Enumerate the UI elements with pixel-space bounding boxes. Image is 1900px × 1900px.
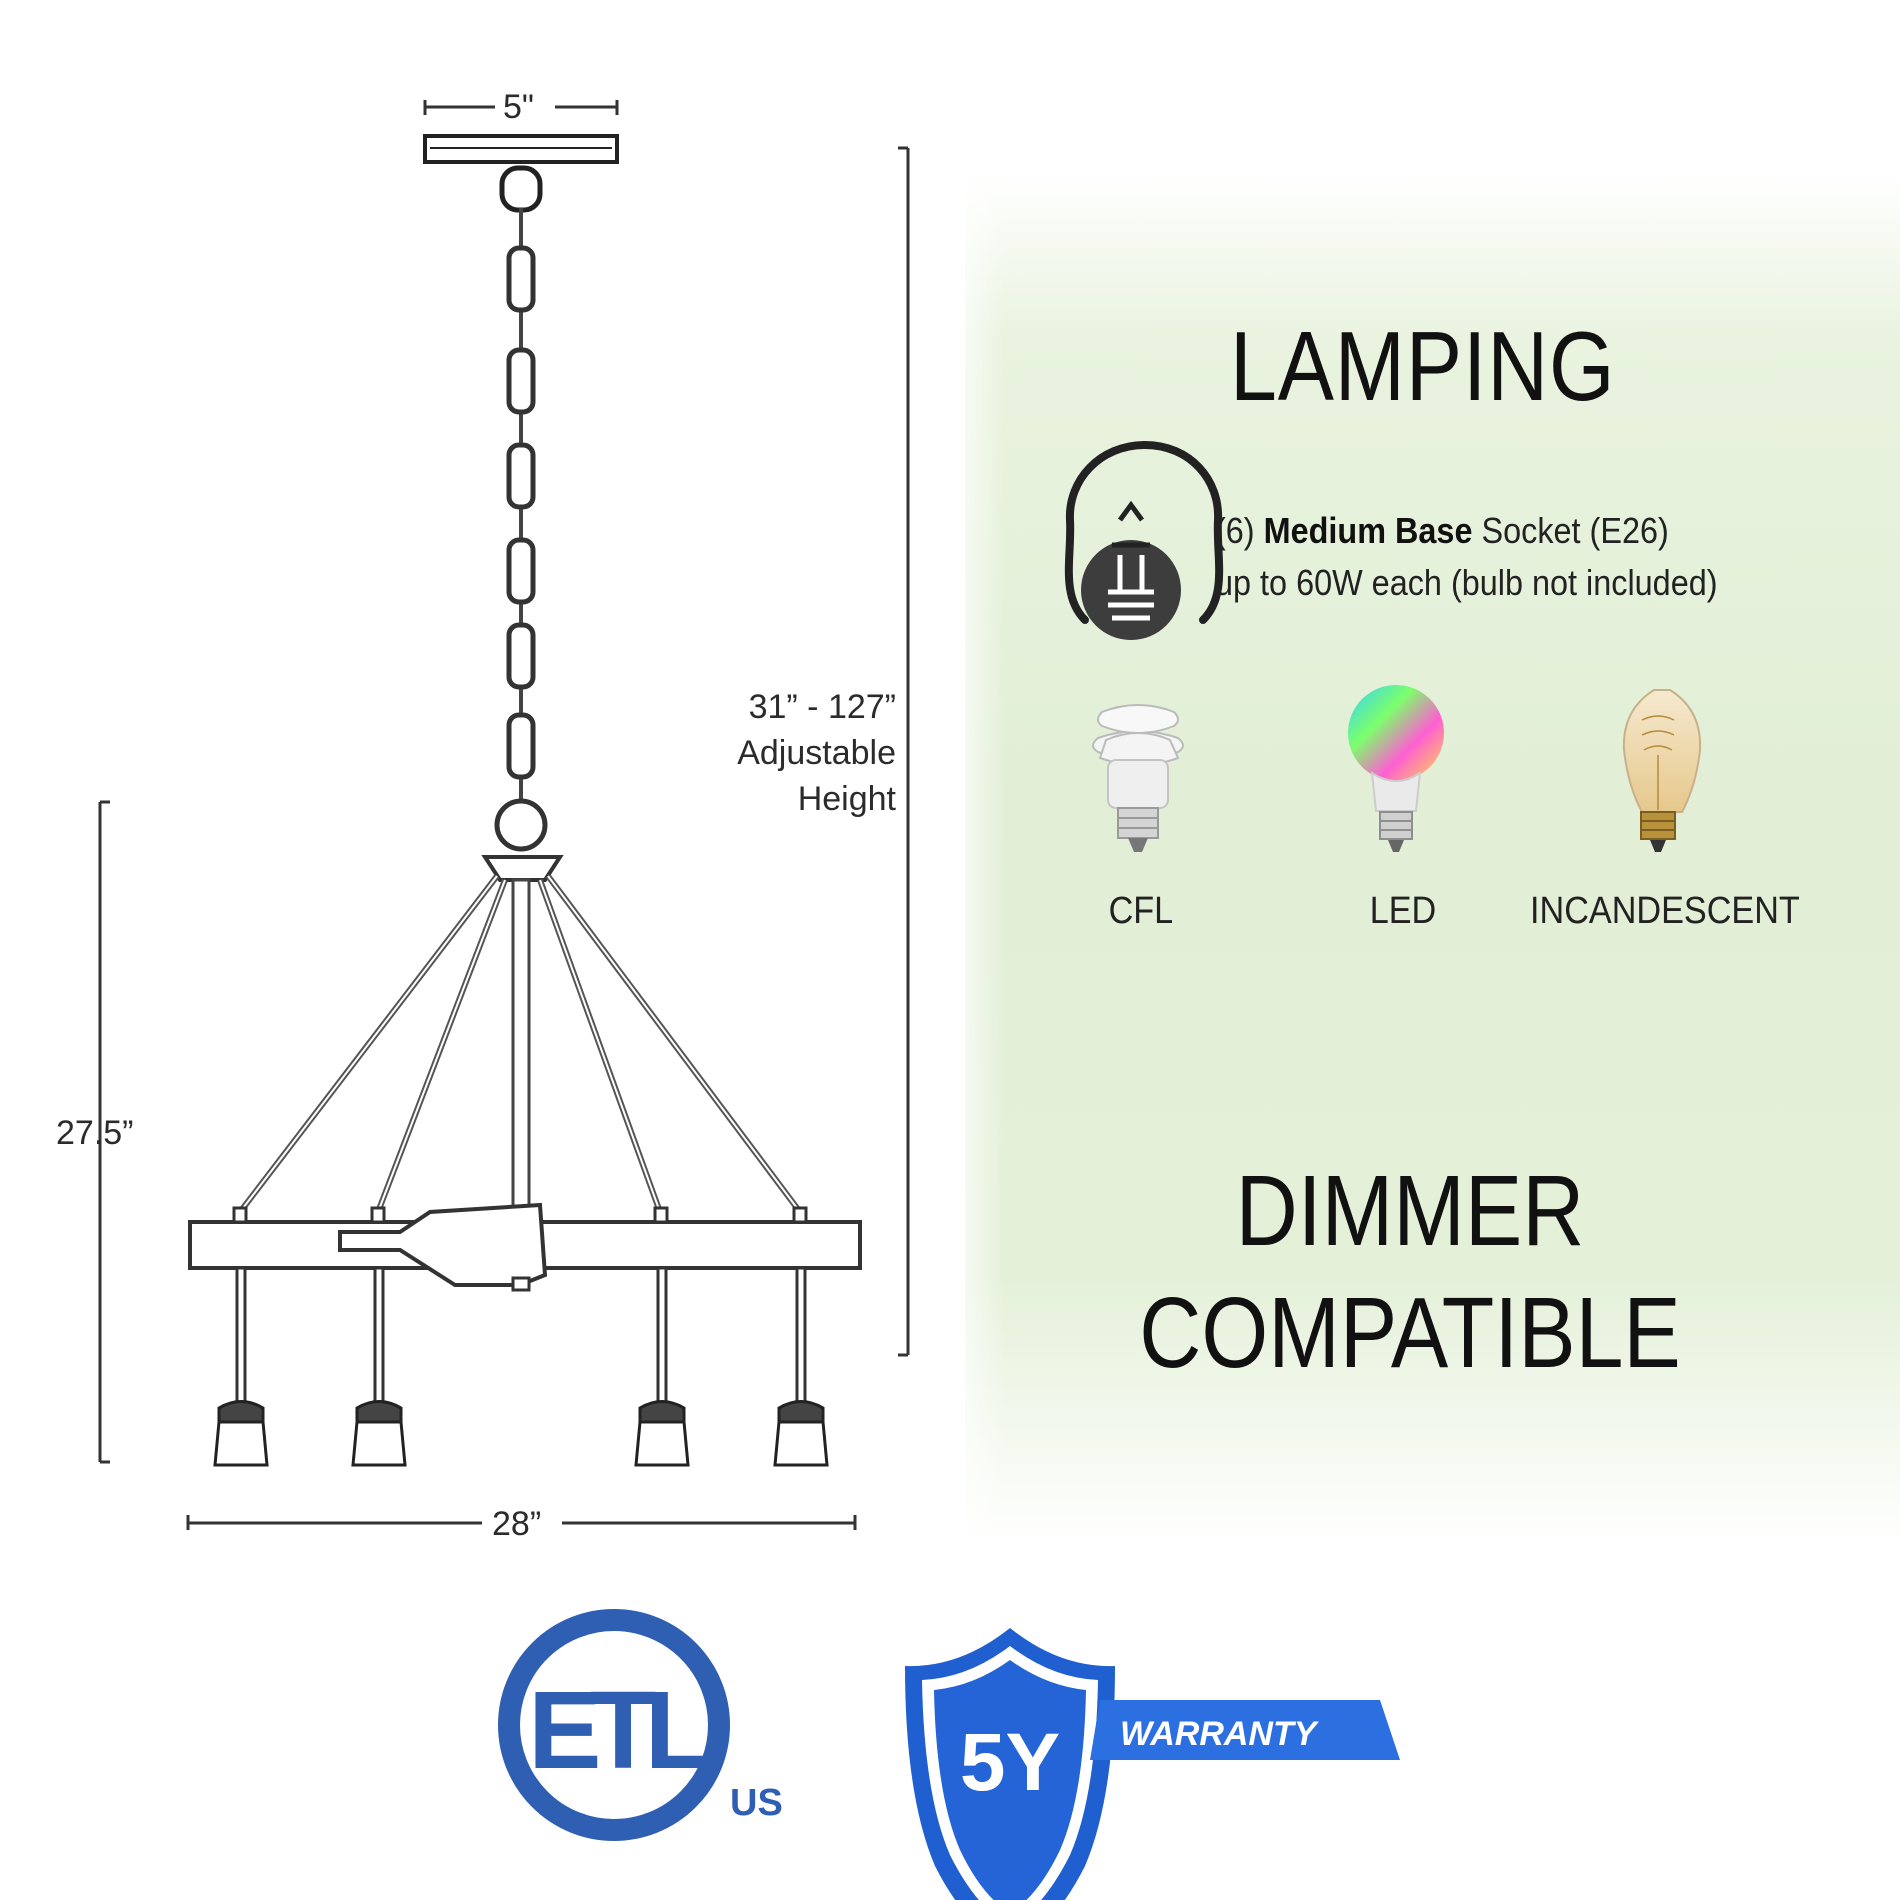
lamping-title: LAMPING xyxy=(1230,311,1616,421)
fixture-width-label: 28” xyxy=(492,1505,542,1543)
bulb-label-incandescent: INCANDESCENT xyxy=(1530,890,1800,932)
dimmer-line2: COMPATIBLE xyxy=(1139,1277,1681,1389)
dimmer-compatible-heading: DIMMER COMPATIBLE xyxy=(1135,1150,1685,1394)
adjustable-line1: Adjustable xyxy=(737,734,896,772)
socket-type: Medium Base xyxy=(1263,510,1473,551)
dimmer-line1: DIMMER xyxy=(1235,1155,1585,1267)
adjustable-height-label: 31” - 127” Adjustable Height xyxy=(700,684,896,822)
socket-description: (6) Medium Base Socket (E26) up to 60W e… xyxy=(1215,505,1718,609)
bulb-label-led: LED xyxy=(1369,890,1437,932)
lamping-background-panel xyxy=(965,175,1900,1545)
canopy-width-label: 5" xyxy=(503,88,534,126)
fixture-height-label: 27.5” xyxy=(56,1114,134,1152)
socket-wattage: up to 60W each (bulb not included) xyxy=(1215,562,1718,603)
panel-fade xyxy=(945,175,1005,1545)
bulb-label-cfl: CFL xyxy=(1108,890,1174,932)
adjustable-line2: Height xyxy=(797,780,896,818)
socket-count: (6) xyxy=(1215,510,1255,551)
socket-suffix: Socket (E26) xyxy=(1481,510,1669,551)
adjustable-range: 31” - 127” xyxy=(748,688,896,726)
